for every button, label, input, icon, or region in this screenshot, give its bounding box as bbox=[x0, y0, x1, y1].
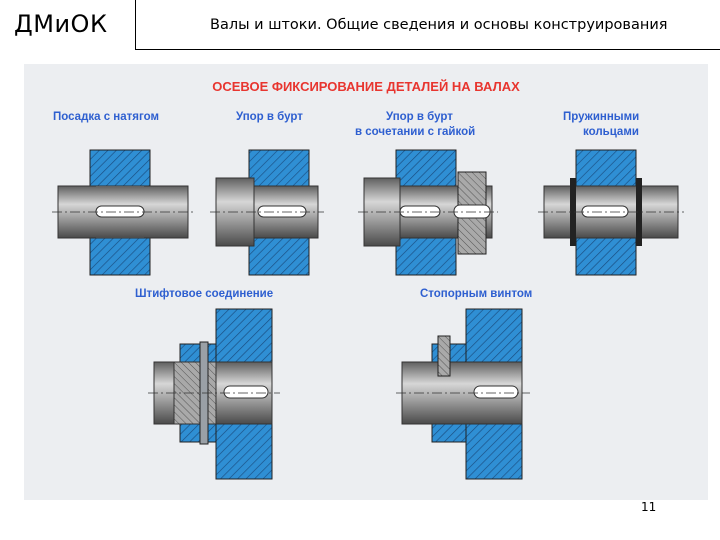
label-press-fit: Посадка с натягом bbox=[53, 111, 159, 123]
diagram-pin bbox=[148, 308, 280, 480]
diagram-set-screw bbox=[396, 308, 530, 480]
diagram-spring-rings bbox=[538, 149, 684, 276]
slide-title: Валы и штоки. Общие сведения и основы ко… bbox=[210, 17, 668, 33]
label-shoulder-nut-2: в сочетании с гайкой bbox=[355, 126, 475, 138]
label-pin: Штифтовое соединение bbox=[135, 288, 273, 300]
label-shoulder: Упор в бурт bbox=[236, 111, 303, 123]
header-divider-vertical bbox=[135, 0, 136, 50]
course-logo-text: ДМиОК bbox=[14, 10, 108, 38]
diagram-press-fit bbox=[52, 149, 194, 276]
label-rings-2: кольцами bbox=[583, 126, 639, 138]
diagram-shoulder bbox=[210, 149, 324, 276]
header-divider-horizontal bbox=[135, 49, 720, 50]
label-shoulder-nut-1: Упор в бурт bbox=[386, 111, 453, 123]
shaft-fixing-figure: ОСЕВОЕ ФИКСИРОВАНИЕ ДЕТАЛЕЙ НА ВАЛАХ Пос… bbox=[24, 64, 708, 500]
figure-title: ОСЕВОЕ ФИКСИРОВАНИЕ ДЕТАЛЕЙ НА ВАЛАХ bbox=[212, 79, 520, 94]
figure-background bbox=[24, 64, 708, 500]
diagram-shoulder-nut bbox=[358, 149, 498, 276]
label-set-screw: Стопорным винтом bbox=[420, 288, 532, 300]
course-logo: ДМиОК bbox=[0, 0, 135, 48]
page-number: 11 bbox=[641, 500, 657, 514]
label-rings-1: Пружинными bbox=[563, 111, 639, 123]
